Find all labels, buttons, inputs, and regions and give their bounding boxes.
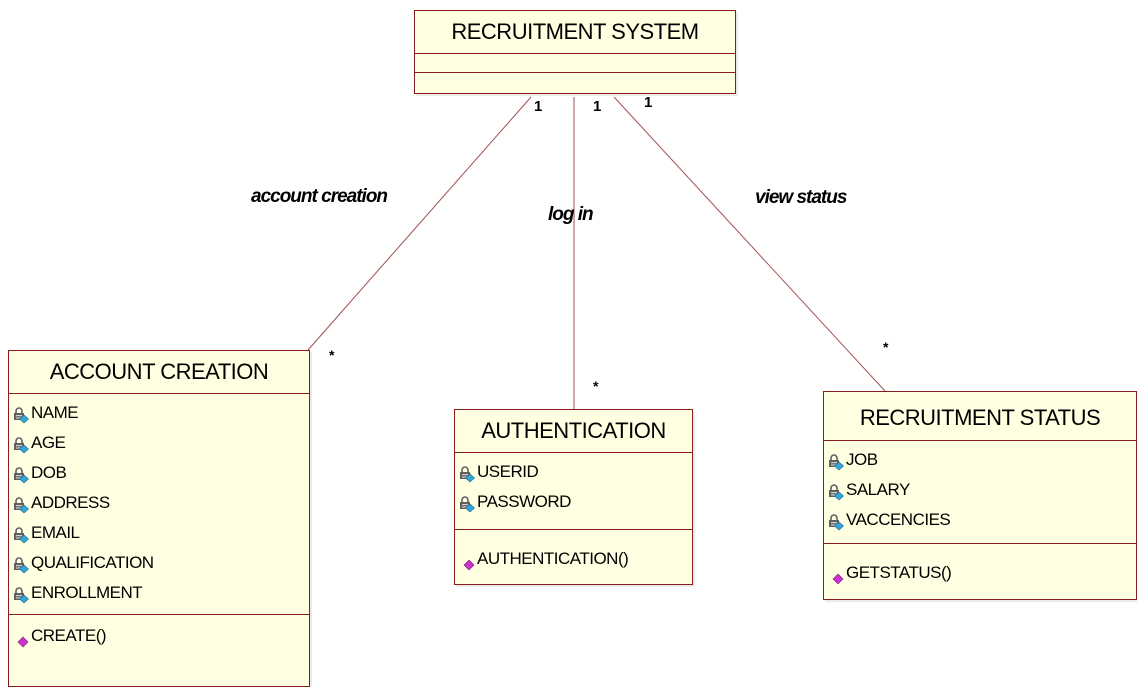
attribute-name: PASSWORD	[477, 492, 571, 511]
attribute-compartment: USERID PASSWORD	[455, 453, 692, 530]
attribute-row[interactable]: AGE	[12, 428, 309, 458]
multiplicity-status-source: 1	[644, 94, 653, 111]
private-attribute-icon	[827, 511, 845, 531]
attribute-row[interactable]: QUALIFICATION	[12, 548, 309, 578]
public-operation-icon	[17, 628, 29, 648]
attribute-name: SALARY	[846, 480, 910, 499]
operation-row[interactable]: GETSTATUS()	[832, 558, 1136, 588]
association-label-log-in: log in	[548, 204, 594, 225]
multiplicity-account-target: *	[329, 347, 335, 363]
attribute-compartment: JOB SALARY VACCENCIES	[824, 441, 1136, 544]
private-attribute-icon	[458, 493, 476, 513]
private-attribute-icon	[827, 451, 845, 471]
multiplicity-status-target: *	[883, 339, 889, 355]
operation-compartment: AUTHENTICATION()	[455, 530, 692, 578]
private-attribute-icon	[12, 524, 30, 544]
private-attribute-icon	[12, 464, 30, 484]
class-title: RECRUITMENT SYSTEM	[415, 11, 735, 54]
class-account-creation[interactable]: ACCOUNT CREATION NAME AGE DOB ADDRESS EM…	[8, 350, 310, 687]
association-line-account-creation	[307, 96, 532, 351]
attribute-name: VACCENCIES	[846, 510, 951, 529]
association-label-account-creation: account creation	[251, 186, 388, 207]
attribute-row[interactable]: VACCENCIES	[827, 505, 1136, 535]
class-recruitment-status[interactable]: RECRUITMENT STATUS JOB SALARY VACCENCIES…	[823, 391, 1137, 600]
private-attribute-icon	[12, 554, 30, 574]
attribute-name: USERID	[477, 462, 539, 481]
attribute-name: DOB	[31, 463, 67, 482]
multiplicity-login-source: 1	[593, 98, 602, 115]
private-attribute-icon	[12, 494, 30, 514]
attribute-compartment: NAME AGE DOB ADDRESS EMAIL QUALIFICATION…	[9, 394, 309, 615]
private-attribute-icon	[827, 481, 845, 501]
attribute-name: AGE	[31, 433, 66, 452]
class-title: RECRUITMENT STATUS	[824, 392, 1136, 441]
operation-compartment: GETSTATUS()	[824, 544, 1136, 592]
attribute-row[interactable]: SALARY	[827, 475, 1136, 505]
class-recruitment-system[interactable]: RECRUITMENT SYSTEM	[414, 10, 736, 94]
attribute-row[interactable]: EMAIL	[12, 518, 309, 548]
attribute-compartment	[415, 54, 735, 73]
attribute-name: JOB	[846, 450, 878, 469]
operation-name: AUTHENTICATION()	[477, 549, 629, 568]
attribute-name: ADDRESS	[31, 493, 110, 512]
attribute-name: NAME	[31, 403, 79, 422]
attribute-row[interactable]: ENROLLMENT	[12, 578, 309, 608]
private-attribute-icon	[458, 463, 476, 483]
operation-compartment: CREATE()	[9, 615, 309, 655]
attribute-row[interactable]: JOB	[827, 445, 1136, 475]
class-title: ACCOUNT CREATION	[9, 351, 309, 394]
private-attribute-icon	[12, 584, 30, 604]
attribute-row[interactable]: ADDRESS	[12, 488, 309, 518]
operation-row[interactable]: CREATE()	[17, 621, 309, 651]
multiplicity-login-target: *	[593, 378, 599, 394]
attribute-row[interactable]: DOB	[12, 458, 309, 488]
association-line-view-status	[613, 96, 886, 392]
attribute-row[interactable]: USERID	[458, 457, 692, 487]
attribute-name: ENROLLMENT	[31, 583, 143, 602]
attribute-row[interactable]: NAME	[12, 398, 309, 428]
multiplicity-account-source: 1	[534, 98, 543, 115]
operation-name: GETSTATUS()	[846, 563, 952, 582]
public-operation-icon	[832, 565, 844, 585]
public-operation-icon	[463, 551, 475, 571]
operation-compartment	[415, 73, 735, 93]
association-label-view-status: view status	[755, 187, 847, 208]
attribute-row[interactable]: PASSWORD	[458, 487, 692, 517]
operation-name: CREATE()	[31, 626, 107, 645]
class-title: AUTHENTICATION	[455, 410, 692, 453]
class-authentication[interactable]: AUTHENTICATION USERID PASSWORD AUTHENTIC…	[454, 409, 693, 585]
attribute-name: QUALIFICATION	[31, 553, 154, 572]
operation-row[interactable]: AUTHENTICATION()	[463, 544, 692, 574]
private-attribute-icon	[12, 434, 30, 454]
private-attribute-icon	[12, 404, 30, 424]
attribute-name: EMAIL	[31, 523, 80, 542]
